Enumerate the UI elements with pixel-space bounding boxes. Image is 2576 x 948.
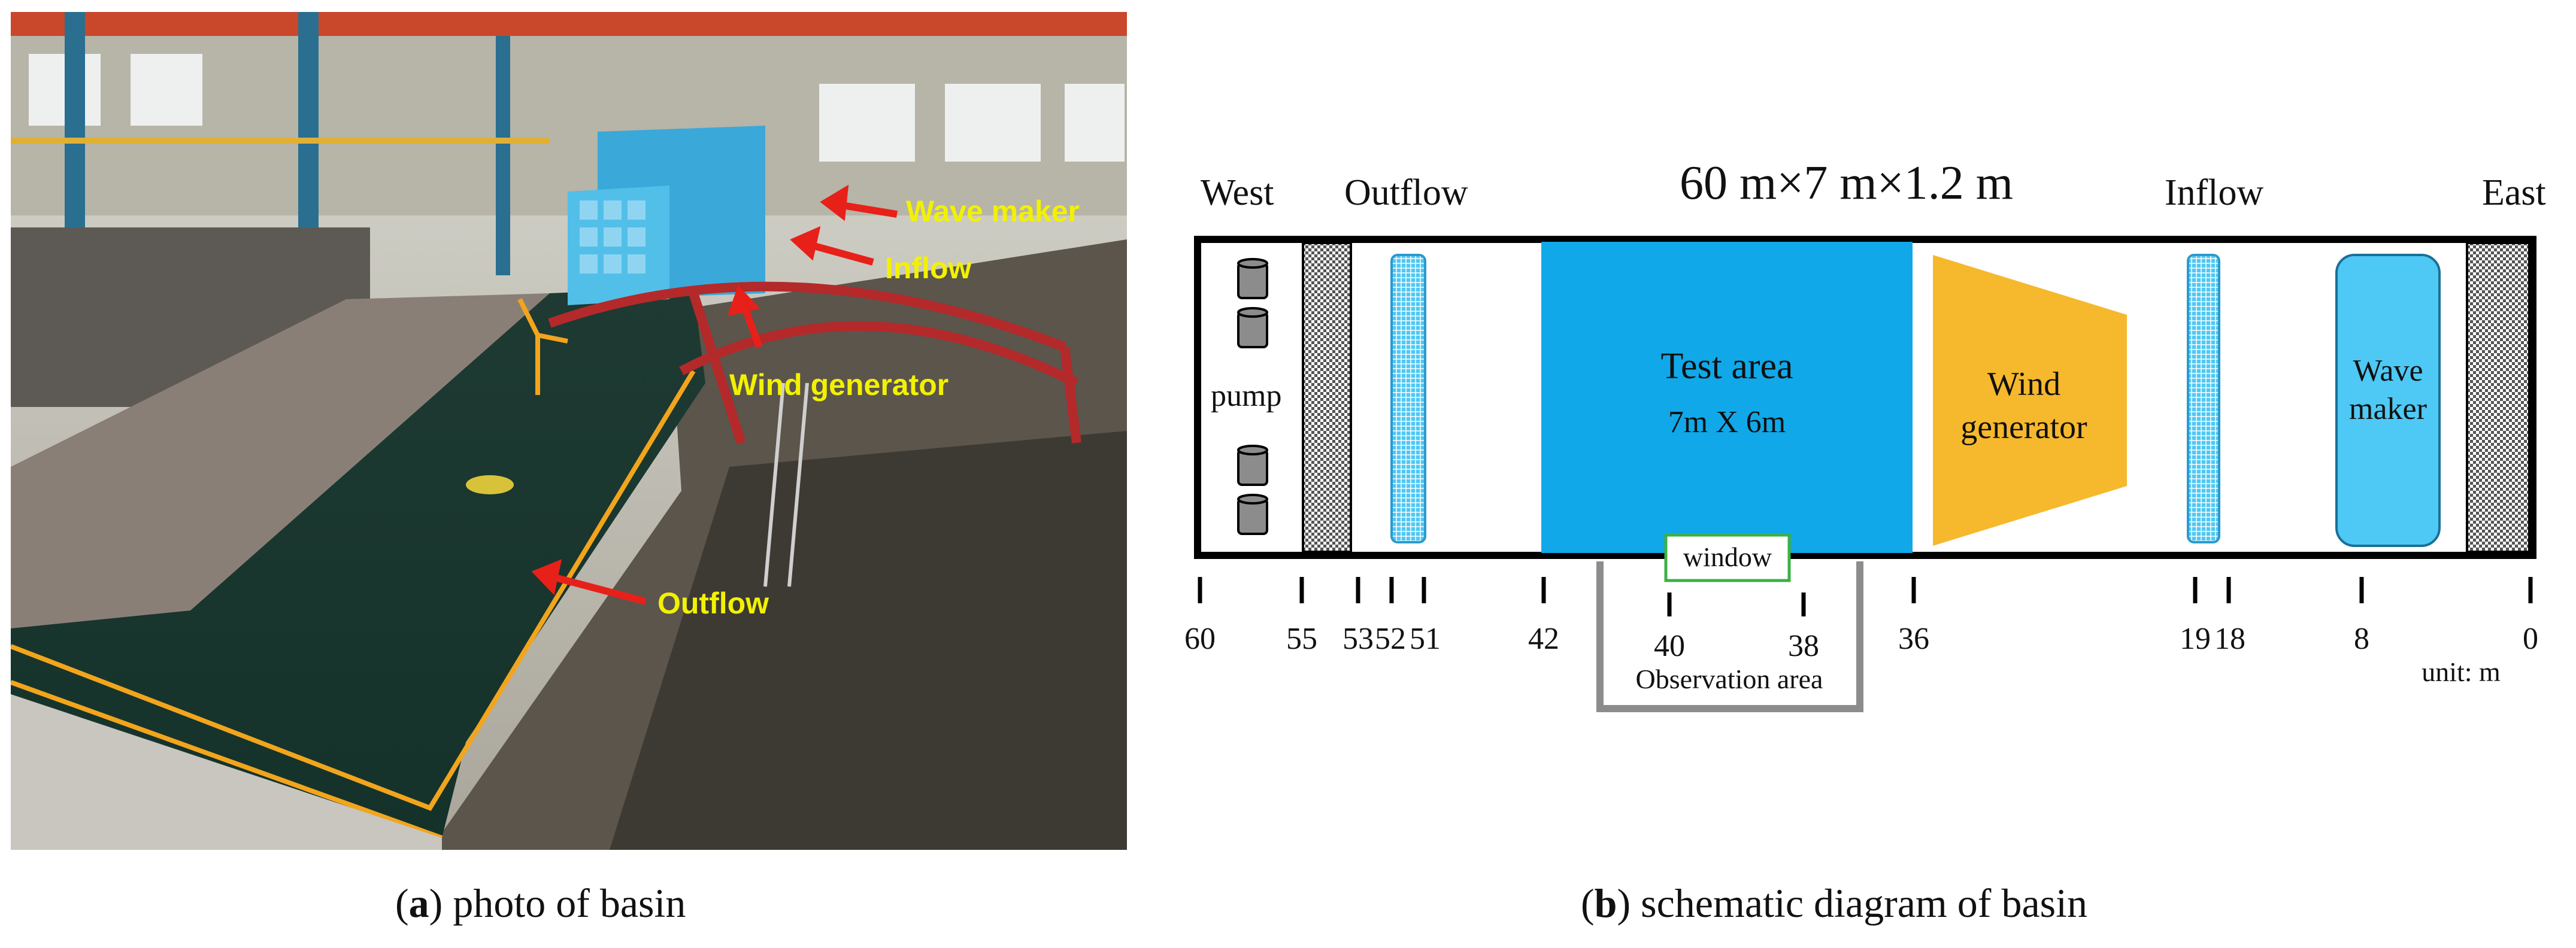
caption-schematic: (b) schematic diagram of basin bbox=[1581, 880, 2087, 926]
caption-b-text: schematic diagram of basin bbox=[1631, 880, 2087, 926]
tick-36: 36 bbox=[1898, 622, 1929, 656]
red-gantry bbox=[548, 281, 1081, 445]
pump-label: pump bbox=[1211, 379, 1281, 413]
label-west: West bbox=[1201, 172, 1274, 213]
test-area-size: 7m X 6m bbox=[1668, 405, 1786, 439]
scale-ticks bbox=[1198, 577, 2533, 616]
wave-maker-label-1: Wave bbox=[2353, 354, 2423, 388]
scale-tick-labels: 60 55 53 52 51 42 40 38 36 19 18 8 0 bbox=[1184, 622, 2538, 663]
outflow-mesh bbox=[1390, 254, 1426, 543]
inflow-mesh bbox=[2187, 254, 2220, 543]
west-absorber bbox=[1302, 242, 1352, 553]
caption-b-letter: b bbox=[1594, 880, 1617, 926]
window-box bbox=[1664, 533, 1791, 582]
turbine-icon bbox=[517, 298, 568, 395]
tick-0: 0 bbox=[2523, 622, 2538, 656]
basin-photo: Wave maker Inflow Wind generator Outflow bbox=[11, 12, 1127, 850]
photo-label-outflow: Outflow bbox=[657, 587, 769, 620]
photo-label-inflow: Inflow bbox=[885, 251, 972, 285]
basin-water bbox=[11, 287, 705, 838]
tick-53: 53 bbox=[1342, 622, 1374, 656]
label-east: East bbox=[2482, 172, 2546, 213]
wind-generator-label-2: generator bbox=[1960, 409, 2087, 446]
unit-label: unit: m bbox=[2422, 657, 2501, 687]
wind-generator-label-1: Wind bbox=[1987, 366, 2060, 403]
tick-52: 52 bbox=[1375, 622, 1406, 656]
wave-maker-label-2: maker bbox=[2349, 392, 2427, 426]
tick-60: 60 bbox=[1184, 622, 1216, 656]
basin-schematic: West Outflow 60 m×7 m×1.2 m Inflow East … bbox=[1184, 157, 2546, 712]
window-label: window bbox=[1683, 542, 1772, 572]
tick-51: 51 bbox=[1410, 622, 1441, 656]
wave-maker-box bbox=[568, 126, 765, 305]
test-area bbox=[1541, 242, 1913, 553]
label-outflow: Outflow bbox=[1344, 172, 1468, 213]
caption-a-letter: a bbox=[408, 880, 429, 926]
tick-55: 55 bbox=[1286, 622, 1317, 656]
photo-label-wind-generator: Wind generator bbox=[729, 368, 948, 402]
tick-42: 42 bbox=[1528, 622, 1559, 656]
pump-cylinders bbox=[1237, 258, 1268, 535]
ladder bbox=[763, 382, 809, 587]
caption-photo: (a) photo of basin bbox=[395, 880, 686, 926]
float-model bbox=[466, 475, 514, 494]
photo-arrows bbox=[531, 184, 898, 605]
wave-maker bbox=[2335, 254, 2441, 547]
label-inflow: Inflow bbox=[2165, 172, 2264, 213]
wind-generator bbox=[1933, 255, 2127, 546]
tick-19: 19 bbox=[2180, 622, 2211, 656]
tick-8: 8 bbox=[2354, 622, 2369, 656]
photo-label-wave-maker: Wave maker bbox=[906, 195, 1080, 228]
caption-a-text: photo of basin bbox=[443, 880, 686, 926]
tick-38: 38 bbox=[1788, 629, 1819, 663]
walkway-floor bbox=[11, 293, 550, 628]
hall-windows bbox=[29, 54, 1125, 162]
roof-beam bbox=[11, 12, 1127, 36]
tick-40: 40 bbox=[1654, 629, 1685, 663]
observation-area-label: Observation area bbox=[1636, 664, 1823, 694]
observation-area-bracket bbox=[1596, 561, 1863, 712]
tick-18: 18 bbox=[2214, 622, 2245, 656]
test-area-label: Test area bbox=[1660, 346, 1793, 387]
basin-dimensions-title: 60 m×7 m×1.2 m bbox=[1680, 157, 2013, 209]
east-absorber bbox=[2466, 242, 2530, 553]
